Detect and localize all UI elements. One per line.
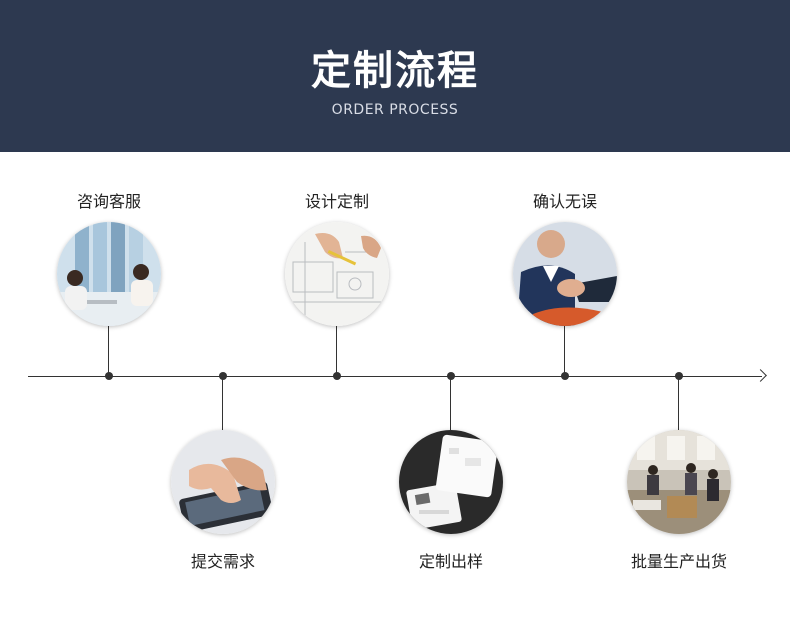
page-title: 定制流程 [311, 48, 479, 94]
timeline-arrow-icon [754, 369, 767, 382]
customer-service-photo-icon [57, 222, 161, 326]
handshake-photo-icon [513, 222, 617, 326]
timeline-dot-2 [219, 372, 227, 380]
step-label-1: 咨询客服 [76, 192, 141, 211]
timeline-dot-4 [447, 372, 455, 380]
stem-3 [336, 326, 337, 374]
step-label-4: 定制出样 [418, 552, 483, 571]
step-label-6: 批量生产出货 [630, 552, 727, 571]
page-subtitle: ORDER PROCESS [331, 102, 459, 118]
timeline-dot-1 [105, 372, 113, 380]
factory-production-photo-icon [627, 430, 731, 534]
timeline-dot-3 [333, 372, 341, 380]
header-banner: 定制流程 ORDER PROCESS [0, 0, 790, 152]
blueprint-drawing-photo-icon [285, 222, 389, 326]
stem-5 [564, 326, 565, 374]
timeline-dot-5 [561, 372, 569, 380]
sample-product-photo-icon [399, 430, 503, 534]
stem-2 [222, 378, 223, 430]
stem-4 [450, 378, 451, 430]
stem-6 [678, 378, 679, 430]
tablet-touch-photo-icon [171, 430, 275, 534]
step-label-5: 确认无误 [532, 192, 597, 211]
step-label-3: 设计定制 [304, 192, 369, 211]
timeline-dot-6 [675, 372, 683, 380]
stem-1 [108, 326, 109, 374]
step-label-2: 提交需求 [190, 552, 255, 571]
timeline-line [28, 376, 762, 377]
